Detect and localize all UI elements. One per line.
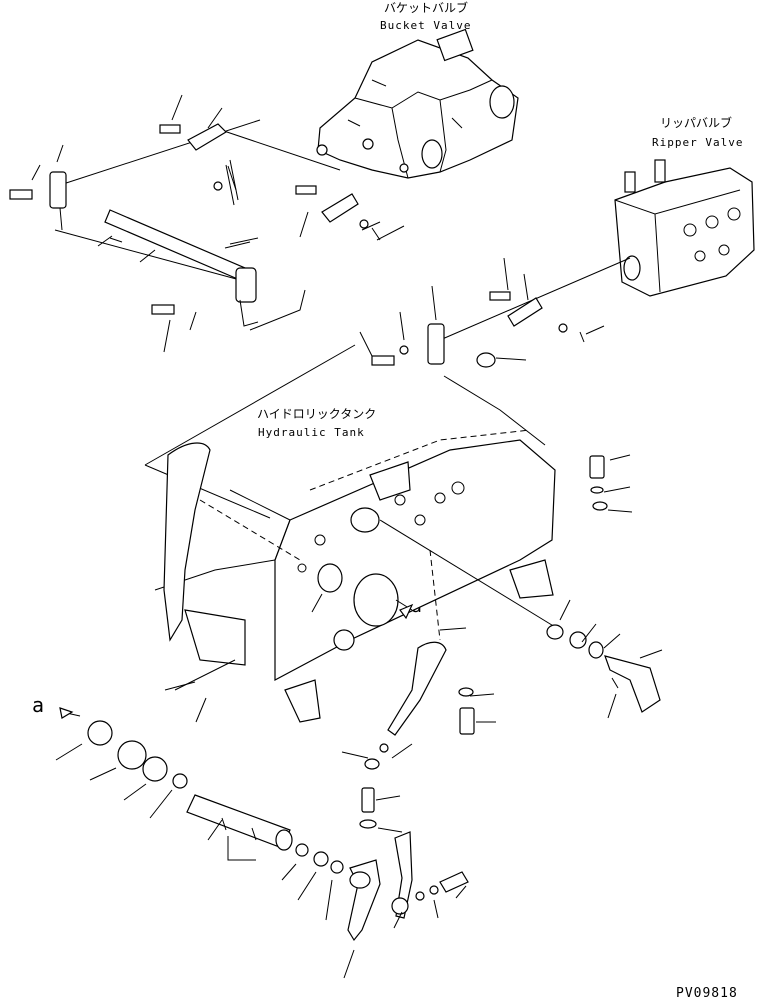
hydraulic-tank-label-en: Hydraulic Tank (258, 426, 365, 439)
lower-assembly (59, 641, 475, 942)
hydraulic-tank-label-jp: ハイドロリックタンク (257, 407, 376, 421)
view-marker-a-left: a (32, 693, 44, 717)
drawing-number: PV09818 (676, 986, 738, 1001)
ripper-linkage (144, 257, 631, 519)
ripper-valve-label-en: Ripper Valve (652, 136, 743, 149)
leader-lines (31, 94, 663, 979)
hydraulic-tank (154, 429, 561, 723)
bucket-valve (316, 28, 519, 179)
ripper-valve (614, 159, 755, 297)
bucket-linkage (9, 119, 381, 331)
bucket-valve-label-en: Bucket Valve (380, 19, 471, 32)
right-hardware (546, 455, 661, 713)
ripper-valve-label-jp: リッパバルブ (660, 115, 732, 130)
bucket-valve-label-jp: バケットバルブ (384, 0, 468, 15)
